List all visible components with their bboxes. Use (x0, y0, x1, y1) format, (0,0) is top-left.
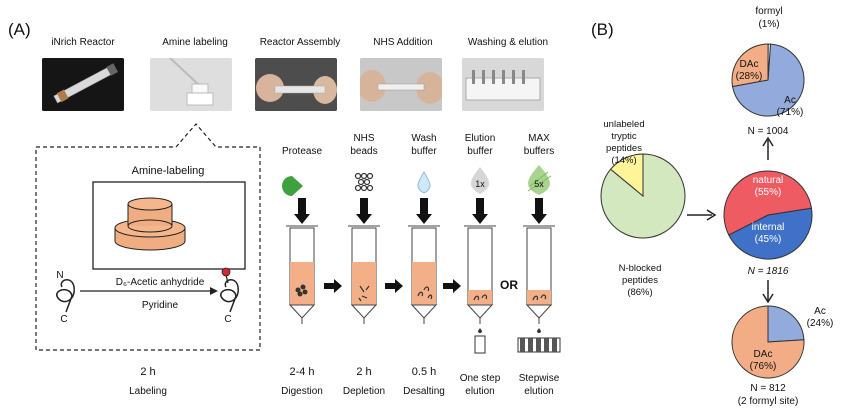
badge-1x: 1x (475, 179, 485, 189)
col-head-4b: buffer (467, 146, 493, 157)
formyl-label: formyl (755, 6, 783, 17)
left-pie-slice-1 (609, 153, 644, 198)
c-terminus-label-left: C (60, 314, 68, 325)
wash-drop-icon (417, 171, 431, 194)
panel-b-label: (B) (591, 20, 614, 39)
center-pie-slice-0 (728, 207, 813, 260)
col-head-2b: beads (350, 146, 378, 157)
reactor-assembly-photo (255, 58, 337, 111)
photo-title-reactor: iNrich Reactor (51, 37, 115, 48)
nhs-beads-icon (354, 172, 374, 192)
unlabeled-pct: (14%) (611, 155, 637, 166)
nblocked-line1: N-blocked (618, 263, 662, 274)
internal-pct: (45%) (754, 234, 782, 245)
reagent-bottom: Pyridine (141, 300, 179, 311)
labeling-stage: Labeling (129, 386, 167, 397)
depletion-tube (348, 225, 380, 324)
formyl-pct: (1%) (758, 19, 780, 30)
nblocked-pct: (86%) (627, 287, 653, 298)
elution-drop-icon (470, 167, 490, 194)
photo-title-amine: Amine labeling (162, 37, 228, 48)
protease-icon (282, 176, 303, 196)
bottom-n-sub: (2 formyl site) (737, 396, 799, 407)
n-blocked-label: N-blocked peptides (86%) (610, 263, 670, 299)
col-head-4a: Elution (464, 133, 496, 144)
unlabeled-label: unlabeled tryptic peptides (14%) (594, 119, 654, 167)
unlabeled-line2: tryptic (611, 131, 637, 142)
inset-title: Amine-labeling (131, 165, 205, 177)
stage-one-step-2: elution (465, 386, 495, 397)
badge-5x: 5x (534, 179, 544, 189)
unlabeled-line3: peptides (606, 143, 642, 154)
photo-title-nhs: NHS Addition (373, 37, 433, 48)
top-n: N = 1004 (747, 126, 789, 137)
natural-pct: (55%) (754, 187, 782, 198)
bottom-pie-slice-0 (767, 305, 805, 343)
panel-a-label: (A) (8, 20, 31, 39)
col-head-3b: buffer (411, 146, 437, 157)
internal-label: internal (751, 222, 785, 233)
stage-one-step: One step (459, 373, 501, 384)
bottom-dac-pct: (76%) (749, 361, 777, 372)
labeling-time: 2 h (140, 366, 156, 378)
col-head-5a: MAX (528, 133, 550, 144)
top-pie-slice-1 (731, 43, 769, 88)
bottom-dac-label: DAc (753, 349, 773, 360)
col-head-2a: NHS (353, 133, 375, 144)
top-pie-slice-2 (767, 43, 772, 81)
bottom-ac-pct: (24%) (806, 318, 834, 329)
nhs-addition-photo (360, 58, 442, 111)
center-pie-slice-1 (723, 170, 813, 236)
bottom-ac-label: Ac (814, 306, 826, 317)
amine-labeling-photo (150, 58, 232, 111)
stage-desalting: Desalting (403, 386, 445, 397)
reagent-top: D₆-Acetic anhydride (115, 277, 205, 288)
col-head-3a: Wash (411, 133, 437, 144)
photo-title-assembly: Reactor Assembly (259, 37, 341, 48)
digestion-tube (286, 225, 318, 324)
time-desalting: 0.5 h (411, 366, 437, 378)
c-terminus-label-right: C (224, 314, 232, 325)
bottom-pie-slice-1 (731, 305, 805, 379)
one-step-tube (464, 225, 496, 354)
col-head-5b: buffers (523, 146, 555, 157)
n-terminus-label: N (56, 270, 64, 281)
stepwise-tube (517, 225, 561, 353)
reactor-photo (42, 58, 124, 111)
stage-stepwise: Stepwise (518, 373, 560, 384)
stage-stepwise-2: elution (524, 386, 554, 397)
washing-elution-photo (462, 58, 544, 111)
col-head-1b: Protease (281, 146, 323, 157)
top-ac-pct: (71%) (776, 107, 804, 118)
center-n: N = 1816 (747, 266, 789, 277)
bottom-n: N = 812 (750, 383, 786, 394)
top-dac-label: DAc (739, 59, 759, 70)
time-digestion: 2-4 h (289, 366, 315, 378)
top-ac-label: Ac (784, 95, 796, 106)
desalting-tube (408, 225, 440, 324)
nblocked-line2: peptides (622, 275, 658, 286)
photo-title-washing: Washing & elution (467, 37, 549, 48)
stage-depletion: Depletion (342, 386, 386, 397)
stage-digestion: Digestion (281, 386, 323, 397)
unlabeled-line1: unlabeled (603, 119, 645, 130)
or-label: OR (500, 278, 518, 292)
natural-label: natural (752, 175, 784, 186)
top-dac-pct: (28%) (735, 71, 763, 82)
time-depletion: 2 h (356, 366, 372, 378)
